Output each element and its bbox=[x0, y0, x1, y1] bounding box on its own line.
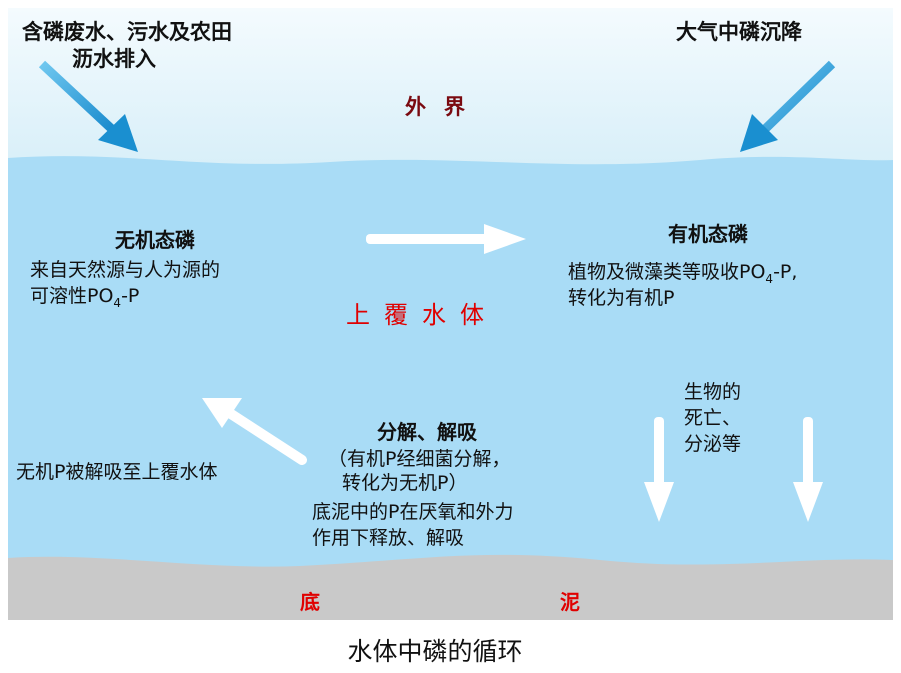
caption: 水体中磷的循环 bbox=[347, 637, 523, 666]
death-line1: 生物的 bbox=[684, 381, 742, 403]
death-line2: 死亡、 bbox=[684, 407, 742, 429]
inorganic-line2: 可溶性PO4-P bbox=[30, 285, 140, 310]
inflow-arrow-left bbox=[38, 60, 138, 152]
deposition-arrow-right bbox=[740, 60, 836, 152]
arrow-death-down-right bbox=[793, 417, 823, 522]
organic-line2: 转化为有机P bbox=[568, 287, 675, 309]
sediment-region bbox=[8, 554, 893, 620]
decomp-line1: （有机P经细菌分解， bbox=[328, 448, 511, 470]
source-left-line2: 沥水排入 bbox=[72, 47, 156, 71]
organic-title: 有机态磷 bbox=[668, 222, 748, 246]
decomp-line2: 转化为无机P） bbox=[342, 472, 468, 494]
release-text: 无机P被解吸至上覆水体 bbox=[16, 461, 218, 483]
sediment-label-right: 泥 bbox=[560, 590, 580, 614]
decomp-line3: 底泥中的P在厌氧和外力 bbox=[312, 501, 514, 523]
inorganic-line1: 来自天然源与人为源的 bbox=[30, 259, 221, 281]
water-label: 上覆水体 bbox=[346, 301, 498, 329]
arrow-death-down-left bbox=[644, 417, 674, 522]
arrow-release-up bbox=[202, 398, 307, 465]
sediment-label-left: 底 bbox=[300, 590, 320, 614]
water-region bbox=[8, 156, 893, 580]
organic-line1: 植物及微藻类等吸收PO4-P, bbox=[568, 261, 798, 286]
decomp-line4: 作用下释放、解吸 bbox=[312, 527, 465, 549]
source-right: 大气中磷沉降 bbox=[676, 20, 802, 44]
source-left-line1: 含磷废水、污水及农田 bbox=[22, 20, 232, 44]
inorganic-title: 无机态磷 bbox=[115, 228, 195, 252]
outside-label: 外界 bbox=[405, 95, 483, 119]
arrow-inorganic-to-organic bbox=[366, 224, 526, 254]
decomp-title: 分解、解吸 bbox=[377, 420, 477, 444]
death-line3: 分泌等 bbox=[684, 433, 742, 455]
